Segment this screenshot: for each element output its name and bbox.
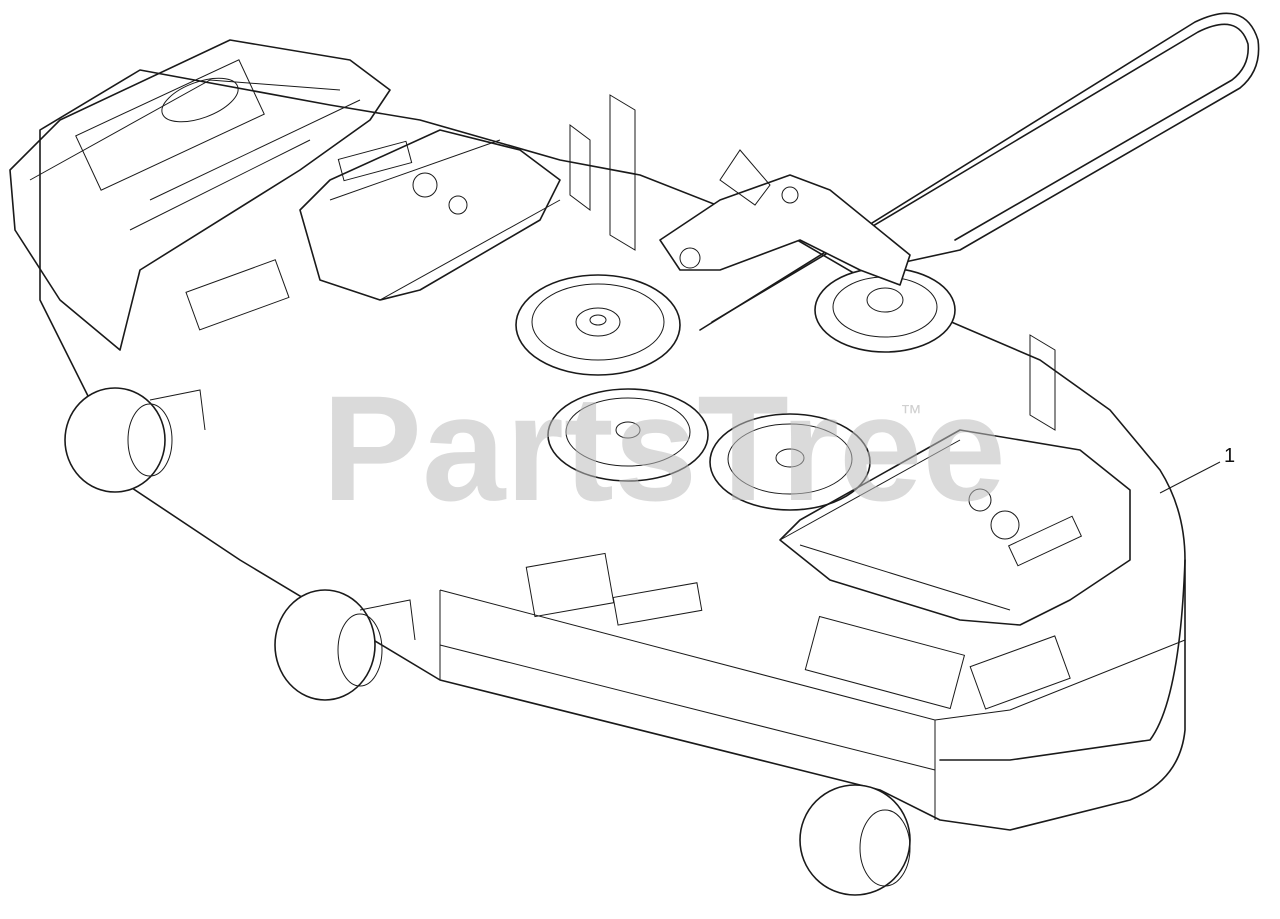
pulley-right-idler (814, 267, 956, 353)
pulley-center-left (547, 388, 709, 482)
wheel-front-left (64, 387, 206, 493)
drive-belt (699, 12, 1260, 331)
watermark-text: PartsTree (322, 364, 1006, 532)
pulley-center-right (709, 413, 871, 511)
callout-leader-line (1159, 461, 1221, 494)
center-belt-cover (299, 129, 561, 301)
idler-arm (659, 149, 911, 286)
callout-label[interactable]: 1 (1224, 445, 1235, 467)
wheel-rear-right (799, 784, 911, 896)
pulley-center-large (515, 274, 681, 376)
left-belt-cover (9, 39, 391, 351)
mounting-brackets (569, 94, 1056, 431)
callout-1[interactable]: 1 (1159, 445, 1235, 494)
right-belt-cover (779, 429, 1131, 626)
wheel-rear-left (274, 589, 416, 701)
decal-panels (185, 259, 1071, 710)
watermark-trademark: ™ (900, 400, 922, 425)
watermark: PartsTree ™ (322, 364, 1006, 532)
